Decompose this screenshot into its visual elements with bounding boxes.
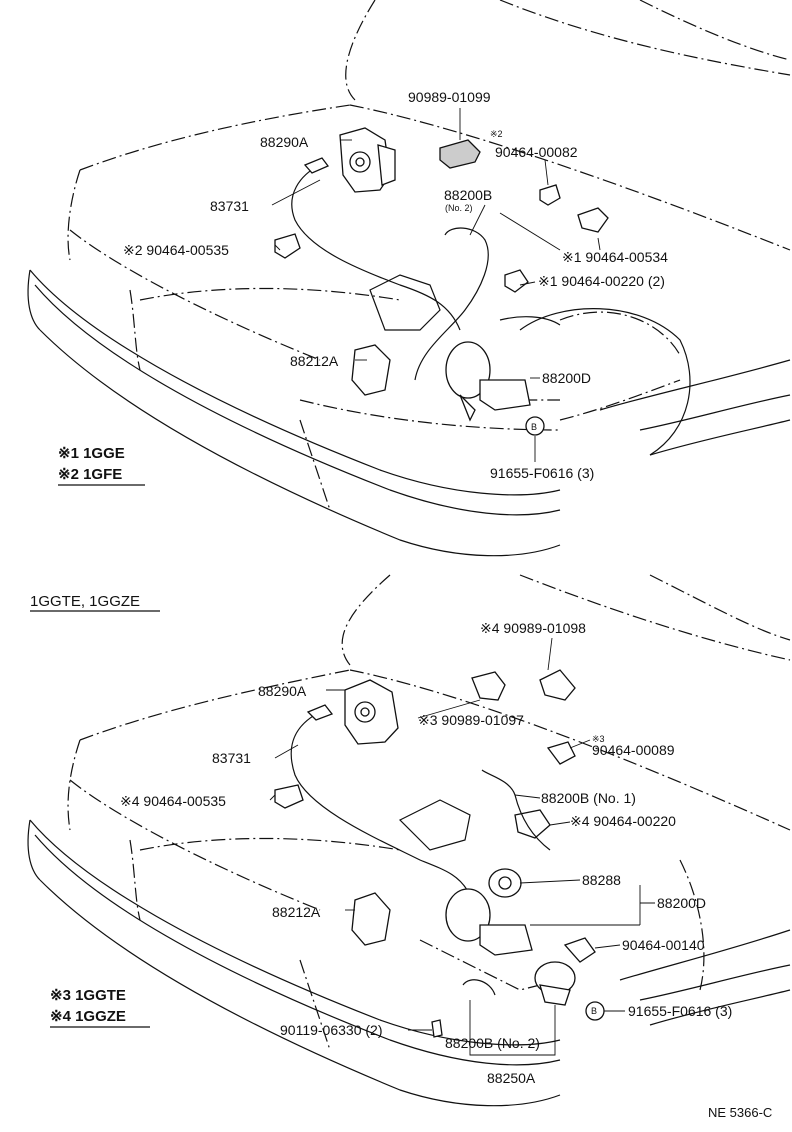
label-91655-F0616-b: 91655-F0616 (3): [628, 1003, 732, 1019]
clamp-90464-00535: [274, 233, 301, 259]
top-leaders: [271, 108, 601, 462]
clamp-90464-00089: [546, 741, 576, 765]
label-91655-F0616: 91655-F0616 (3): [490, 465, 594, 481]
label-88200D-b: 88200D: [657, 895, 706, 911]
label-90464-00534: ※1 90464-00534: [562, 249, 668, 265]
label-83731: 83731: [210, 198, 249, 214]
label-83731-b: 83731: [212, 750, 251, 766]
vacuum-tank-88250A: [534, 961, 576, 1006]
label-90464-00089: 90464-00089: [592, 742, 675, 758]
label-90989-01098: ※4 90989-01098: [480, 620, 586, 636]
bottom-leaders: [269, 637, 655, 1056]
label-88290A-b: 88290A: [258, 683, 307, 699]
clamp-90464-00220-b: [514, 809, 551, 839]
bottom-parts: [274, 669, 605, 1038]
label-90464-00140: 90464-00140: [622, 937, 705, 953]
label-88200D: 88200D: [542, 370, 591, 386]
compressor-88290A-b: [344, 679, 399, 745]
section-title: 1GGTE, 1GGZE: [30, 593, 140, 610]
legend-1-1gge: ※1 1GGE: [58, 445, 125, 462]
bottom-legend: ※3 1GGTE ※4 1GGZE: [50, 987, 150, 1028]
label-90464-00535: ※2 90464-00535: [123, 242, 229, 258]
label-mark-2: ※2: [490, 129, 503, 139]
label-88200B-no2: (No. 2): [445, 203, 473, 213]
label-90989-01097: ※3 90989-01097: [418, 712, 524, 728]
diagram-code: NE 5366-C: [708, 1105, 772, 1120]
label-88200B-no1: 88200B (No. 1): [541, 790, 636, 806]
relay-90989-01097: [471, 671, 506, 701]
label-88200B: 88200B: [444, 187, 492, 203]
label-90464-00220: ※1 90464-00220 (2): [538, 273, 665, 289]
clamp-90464-00082: [539, 184, 561, 206]
clamp-90464-00534: [577, 207, 609, 233]
label-88288: 88288: [582, 872, 621, 888]
label-b-mark-bottom: B: [591, 1006, 597, 1016]
bottom-car-body: [27, 574, 791, 1107]
clamp-90464-00140: [563, 937, 596, 963]
label-88212A: 88212A: [290, 353, 339, 369]
label-b-mark: B: [531, 422, 537, 432]
label-90119-06330: 90119-06330 (2): [280, 1022, 382, 1038]
label-90464-00082: 90464-00082: [495, 144, 578, 160]
bolt-90119-06330: [431, 1019, 443, 1038]
label-90989-01099: 90989-01099: [408, 89, 491, 105]
cable-83731-b: [290, 711, 471, 896]
relay-90989-01099: [439, 139, 481, 169]
top-legend: ※1 1GGE ※2 1GFE: [58, 445, 145, 486]
label-90464-00220-b: ※4 90464-00220: [570, 813, 676, 829]
compressor-88290A: [339, 127, 396, 193]
hose-88200B-no2: [462, 979, 496, 996]
b-marker: [525, 416, 545, 436]
hose-88200B: [414, 227, 489, 381]
top-car-body: [27, 0, 791, 557]
bracket-88212A: [351, 344, 391, 396]
clamp-90464-00535-b: [274, 784, 304, 809]
legend-3-1ggte: ※3 1GGTE: [50, 987, 126, 1004]
label-88290A: 88290A: [260, 134, 309, 150]
actuator-88200D: [445, 341, 531, 422]
label-90464-00535-b: ※4 90464-00535: [120, 793, 226, 809]
label-88200B-no2-b: 88200B (No. 2): [445, 1035, 540, 1051]
relay-90989-01098: [539, 669, 576, 701]
top-parts: [274, 127, 609, 436]
cable-83731: [291, 164, 461, 331]
bottom-labels: ※4 90989-01098 88290A ※3 90989-01097 ※3 …: [120, 620, 732, 1086]
top-labels: 90989-01099 ※2 90464-00082 88290A 88200B…: [123, 89, 668, 481]
label-mark-3: ※3: [592, 734, 605, 744]
label-88212A-b: 88212A: [272, 904, 321, 920]
legend-4-1ggze: ※4 1GGZE: [50, 1008, 126, 1025]
valve-88288: [488, 868, 522, 898]
clamp-90464-00220: [504, 269, 529, 293]
legend-2-1gfe: ※2 1GFE: [58, 466, 122, 483]
bracket-88212A-b: [351, 892, 391, 946]
actuator-88200D-b: [445, 888, 533, 956]
label-88250A: 88250A: [487, 1070, 536, 1086]
